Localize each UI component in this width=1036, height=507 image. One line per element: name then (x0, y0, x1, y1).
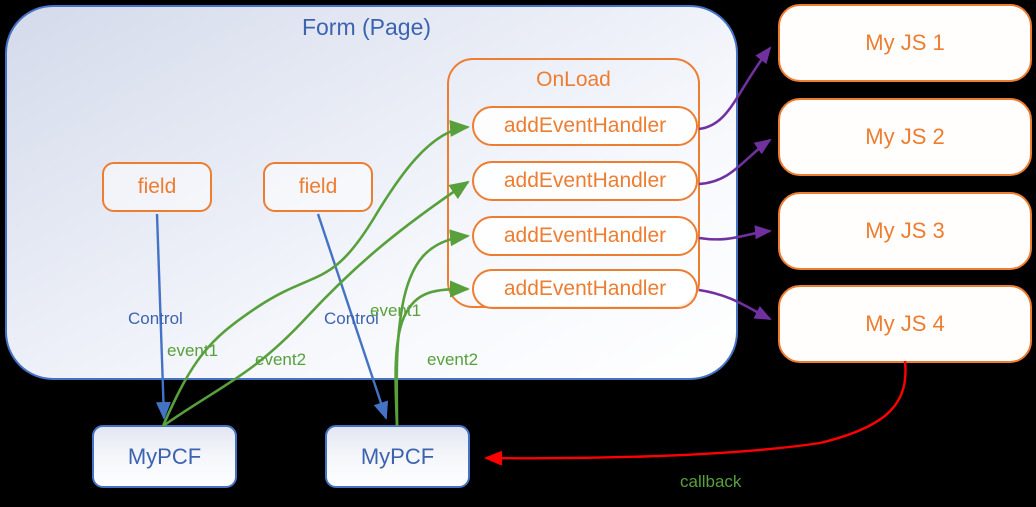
add-event-handler-label-1: addEventHandler (503, 114, 667, 137)
my-pcf-box-1: MyPCF (92, 425, 237, 488)
callback-label: callback (680, 472, 742, 491)
add-event-handler-box-1: addEventHandler (472, 106, 698, 146)
my-js-box-2: My JS 2 (778, 98, 1032, 176)
my-js-box-1: My JS 1 (778, 4, 1032, 82)
my-js-box-3: My JS 3 (778, 192, 1032, 270)
event1-label-left: event1 (167, 341, 219, 360)
event2-label-right: event2 (427, 350, 479, 369)
my-js-label-4: My JS 4 (865, 311, 945, 336)
add-event-handler-box-3: addEventHandler (472, 216, 698, 256)
my-js-label-1: My JS 1 (865, 30, 945, 55)
my-pcf-box-2: MyPCF (325, 425, 470, 488)
add-event-handler-box-4: addEventHandler (472, 269, 698, 309)
control-label-left: Control (128, 309, 183, 328)
onload-title: OnLoad (536, 68, 611, 91)
my-pcf-label-2: MyPCF (360, 443, 435, 469)
event1-label-right: event1 (370, 301, 422, 320)
my-js-label-3: My JS 3 (865, 218, 945, 243)
field-label-1: field (137, 175, 177, 198)
add-event-handler-label-3: addEventHandler (503, 224, 667, 247)
form-page-title: Form (Page) (301, 14, 432, 40)
my-js-box-4: My JS 4 (778, 285, 1032, 363)
add-event-handler-box-2: addEventHandler (472, 161, 698, 201)
field-box-1: field (102, 162, 212, 212)
field-box-2: field (263, 162, 373, 212)
field-label-2: field (298, 175, 338, 198)
my-pcf-label-1: MyPCF (127, 443, 202, 469)
event2-label-left: event2 (255, 350, 307, 369)
add-event-handler-label-4: addEventHandler (503, 277, 667, 300)
add-event-handler-label-2: addEventHandler (503, 169, 667, 192)
my-js-label-2: My JS 2 (865, 124, 945, 149)
